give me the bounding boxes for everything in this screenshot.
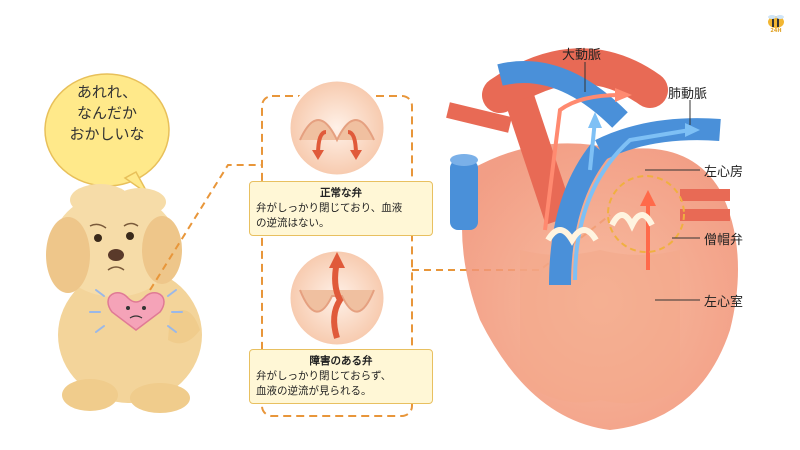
dog-character (46, 184, 202, 413)
damaged-valve-caption: 障害のある弁 弁がしっかり閉じておらず、 血液の逆流が見られる。 (249, 349, 433, 404)
normal-valve-illustration (287, 78, 387, 178)
speech-bubble (44, 73, 170, 195)
heart-diagram (446, 48, 738, 431)
label-pulmonary-artery: 肺動脈 (668, 87, 708, 102)
connector-lines (149, 164, 611, 291)
label-mitral-valve: 僧帽弁 (704, 233, 744, 248)
normal-valve-caption: 正常な弁 弁がしっかり閉じており、血液 の逆流はない。 (249, 181, 433, 236)
label-left-ventricle: 左心室 (704, 295, 744, 310)
normal-valve-text: の逆流はない。 (256, 217, 330, 229)
speech-line: なんだか (76, 104, 137, 122)
label-left-atrium: 左心房 (704, 165, 744, 180)
damaged-valve-title: 障害のある弁 (309, 355, 373, 367)
label-aorta: 大動脈 (562, 48, 602, 63)
speech-bubble-text: あれれ、 なんだか おかしいな (52, 82, 162, 145)
damaged-valve-text: 弁がしっかり閉じておらず、 (256, 370, 392, 382)
bee-logo-icon (768, 15, 784, 28)
speech-line: あれれ、 (76, 83, 138, 101)
damaged-valve-illustration (287, 248, 387, 348)
brand-logo-text: 24H (770, 28, 782, 34)
normal-valve-text: 弁がしっかり閉じており、血液 (256, 202, 403, 214)
normal-valve-title: 正常な弁 (320, 187, 362, 199)
brand-logo: 24H (758, 14, 794, 38)
damaged-valve-text: 血液の逆流が見られる。 (256, 385, 372, 397)
speech-line: おかしいな (69, 125, 145, 143)
